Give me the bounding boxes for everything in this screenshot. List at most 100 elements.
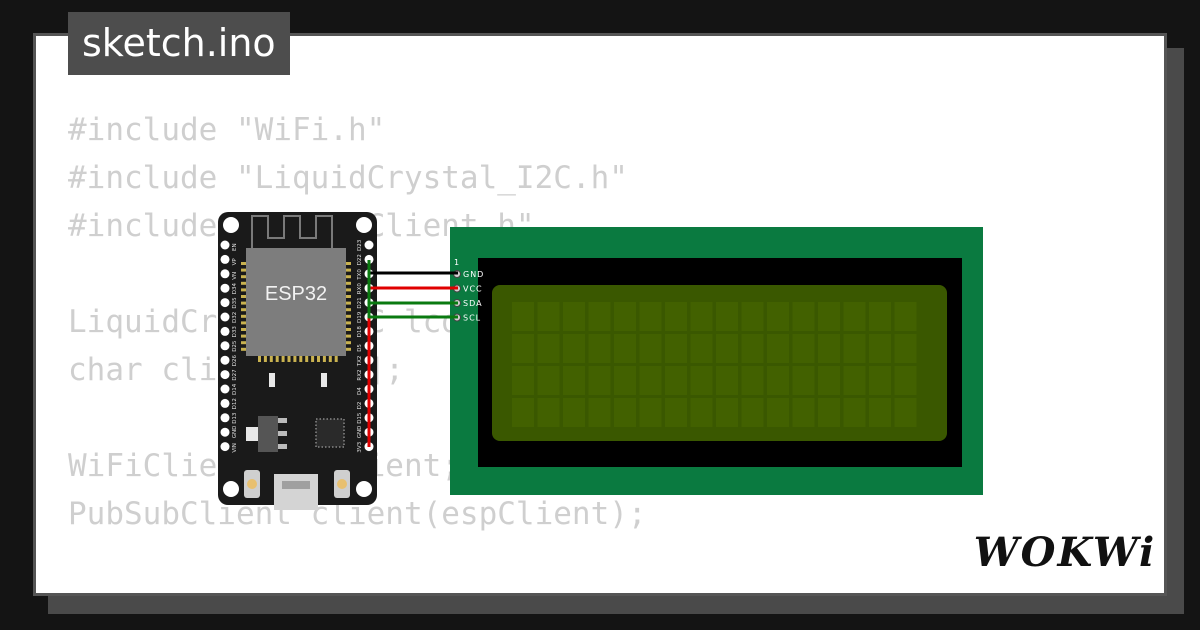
lcd-cell	[690, 398, 713, 427]
lcd-cell	[792, 334, 815, 363]
lcd-cell	[818, 366, 840, 395]
header-pin-en[interactable]	[220, 240, 230, 250]
module-pad	[241, 281, 247, 285]
lcd-cell	[614, 302, 636, 331]
pin-label: D14	[232, 383, 238, 395]
pin-label: D18	[357, 326, 363, 338]
module-pad	[241, 295, 247, 298]
code-line: #include "WiFi.h"	[68, 112, 386, 148]
header-pin-d35[interactable]	[220, 298, 230, 308]
pin-label: D2	[357, 402, 363, 410]
lcd-cell	[767, 334, 789, 363]
header-pin-d22[interactable]	[364, 254, 374, 264]
pin-label: GND	[357, 426, 363, 439]
lcd-cell	[894, 398, 917, 427]
module-pad	[241, 334, 247, 338]
pin-label: D27	[232, 369, 238, 381]
lcd-cell	[869, 302, 891, 331]
lcd-pin-label: GND	[463, 270, 484, 279]
module-pad	[345, 334, 351, 338]
module-pad	[345, 328, 351, 331]
header-pin-d32[interactable]	[220, 312, 230, 322]
lcd-cell	[614, 334, 636, 363]
header-pin-vn[interactable]	[220, 269, 230, 279]
wire-vcc[interactable]	[367, 286, 458, 447]
pin-label: D21	[357, 297, 363, 308]
header-pin-d14[interactable]	[220, 384, 230, 394]
lcd-cell	[665, 398, 687, 427]
lcd-cell	[843, 398, 866, 427]
lcd-cell	[665, 366, 687, 395]
header-pin-d13[interactable]	[220, 413, 230, 423]
module-pad	[241, 314, 247, 318]
header-pin-vp[interactable]	[220, 254, 230, 264]
lcd-cell	[690, 302, 713, 331]
module-pad	[241, 321, 247, 325]
lcd-cell	[818, 398, 840, 427]
header-pin-d34[interactable]	[220, 283, 230, 293]
lcd-pin-label: SCL	[463, 314, 481, 323]
header-pin-d12[interactable]	[220, 398, 230, 408]
header-pin-d27[interactable]	[220, 370, 230, 380]
header-pin-d25[interactable]	[220, 341, 230, 351]
header-pin-vin[interactable]	[220, 442, 230, 452]
wokwi-logo-text: WOKWi	[975, 529, 1155, 576]
lcd-cell	[665, 302, 687, 331]
header-pin-d33[interactable]	[220, 326, 230, 336]
pin-label: D15	[357, 412, 363, 424]
lcd-cell	[894, 366, 917, 395]
module-pad	[345, 275, 351, 279]
lcd-cell	[588, 302, 611, 331]
module-pad	[345, 347, 351, 351]
lcd-cell	[894, 302, 917, 331]
module-pad	[345, 321, 351, 325]
module-pad	[345, 308, 351, 312]
wokwi-logo[interactable]: WOKWi	[975, 526, 1155, 578]
lcd-cell	[843, 302, 866, 331]
pin-label: RX0	[357, 283, 363, 295]
module-pad	[345, 301, 351, 305]
header-pin-d23[interactable]	[364, 240, 374, 250]
lcd-cell	[537, 302, 560, 331]
filename-tab[interactable]: sketch.ino	[68, 12, 290, 75]
lcd-cell	[512, 398, 534, 427]
pin-label: TX0	[357, 269, 363, 281]
lcd-cell	[741, 334, 764, 363]
pin-label: D35	[232, 297, 238, 309]
module-pad	[281, 356, 285, 362]
lcd-cell	[512, 334, 534, 363]
lcd-cell	[639, 334, 662, 363]
lcd-cell	[767, 302, 789, 331]
lcd-cell	[665, 334, 687, 363]
voltage-regulator	[258, 416, 278, 452]
esp32-label: ESP32	[265, 283, 327, 305]
lcd-cell	[716, 334, 738, 363]
pin-label: RX2	[357, 370, 363, 381]
module-pad	[311, 356, 315, 362]
lcd-cell	[563, 398, 585, 427]
lcd-cell	[869, 398, 891, 427]
module-pad	[345, 268, 351, 272]
pin-label: D33	[232, 326, 238, 338]
lcd-cell	[588, 334, 611, 363]
lcd-pin-label: VCC	[463, 285, 483, 294]
pin-label: VN	[232, 272, 238, 280]
lcd-cell	[639, 398, 662, 427]
esp32-board[interactable]: ESP32 ENVPVND34D35D32D33D25D26D27D14D12D…	[218, 212, 377, 510]
pin-label: 3V3	[357, 441, 363, 452]
pin-label: D4	[357, 387, 363, 395]
pin-label: D25	[232, 340, 238, 352]
header-pin-gnd[interactable]	[220, 427, 230, 437]
header-pin-d26[interactable]	[220, 355, 230, 365]
pin-label: D26	[232, 354, 238, 366]
lcd-cell	[563, 302, 585, 331]
module-pad	[241, 347, 247, 351]
mounting-hole	[356, 481, 372, 497]
pin-label: D19	[357, 311, 363, 323]
lcd-cell	[792, 366, 815, 395]
usb-uart-chip	[315, 418, 345, 448]
module-pad	[345, 262, 351, 265]
wire-scl-branch[interactable]	[367, 260, 376, 319]
wires	[367, 260, 458, 447]
